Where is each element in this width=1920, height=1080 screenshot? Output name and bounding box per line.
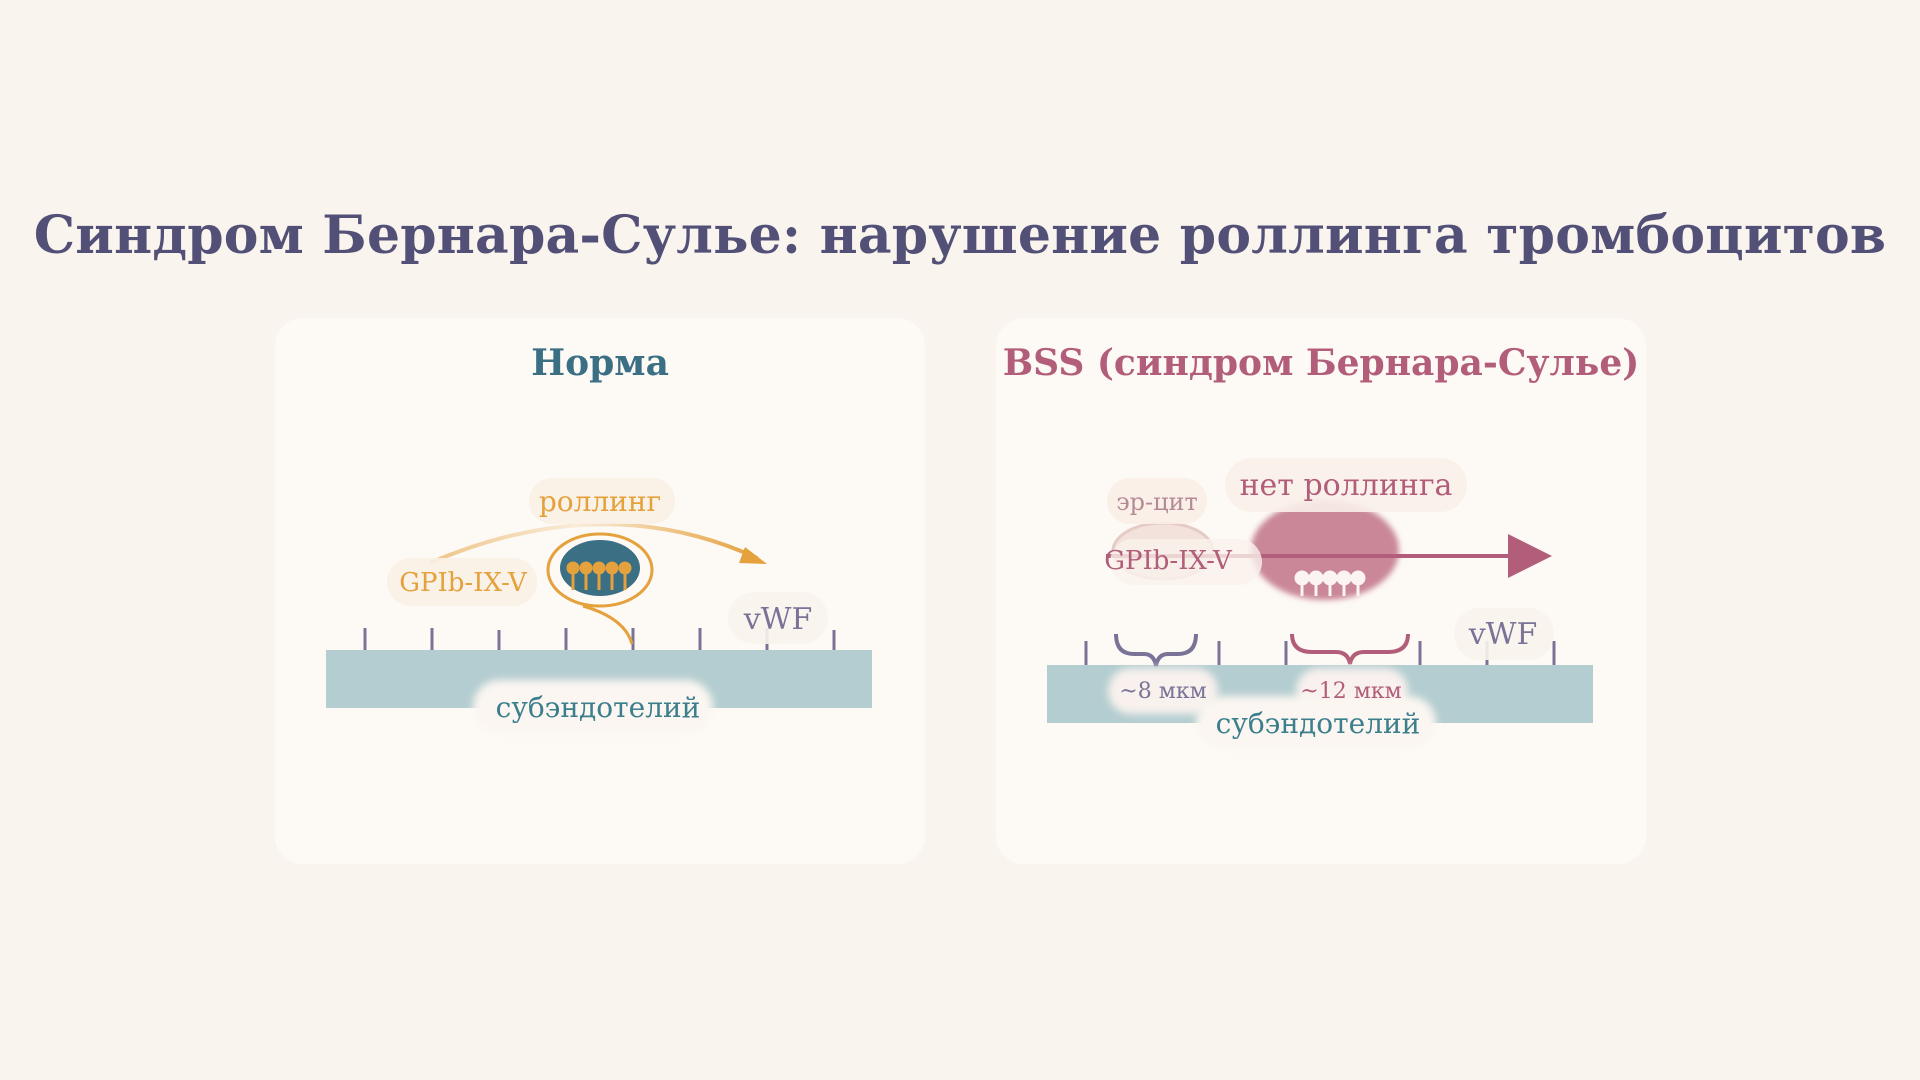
page-title: Синдром Бернара-Сулье: нарушение роллинг…: [33, 205, 1887, 266]
rolling-arrow-head: [739, 547, 767, 564]
defective-receptors: [1294, 570, 1366, 596]
size-bss-label: ~12 мкм: [1300, 679, 1401, 704]
panel-bss-title: BSS (синдром Бернара-Сулье): [1002, 342, 1640, 384]
size-normal-label: ~8 мкм: [1119, 679, 1206, 704]
panel-normal-title: Норма: [531, 342, 669, 384]
rbc-label: эр-цит: [1116, 488, 1198, 516]
gpib-defect-label: GPIb-IX-V: [1104, 546, 1233, 576]
rolling-label: роллинг: [539, 485, 661, 518]
panel-normal: Норма: [275, 318, 925, 864]
bss-vwf-ticks: [1084, 641, 1556, 665]
platelet-outline: [546, 532, 654, 608]
no-rolling-arrow-head: [1508, 534, 1552, 578]
gpib-label: GPIb-IX-V: [399, 568, 528, 598]
panel-bss: BSS (синдром Бернара-Сулье): [996, 318, 1646, 864]
no-rolling-label: нет роллинга: [1240, 468, 1453, 503]
subendothelium-label: субэндотелий: [496, 691, 701, 724]
subendothelium-label: субэндотелий: [1216, 707, 1421, 740]
platelet-tail: [582, 604, 634, 645]
vwf-label: vWF: [1468, 617, 1538, 652]
rolling-arrow: [429, 522, 758, 565]
vwf-label: vWF: [743, 602, 813, 637]
bss-diagram: эр-цит нет роллинга GPIb-IX-V vWF ~8 мкм…: [1047, 458, 1593, 750]
normal-diagram: роллинг GPIb-IX-V vWF субэндотелий: [326, 478, 872, 734]
brace-12um: [1290, 633, 1410, 665]
brace-8um: [1114, 633, 1198, 667]
gpib-receptors: [566, 561, 632, 590]
giant-platelet: [1251, 500, 1399, 600]
